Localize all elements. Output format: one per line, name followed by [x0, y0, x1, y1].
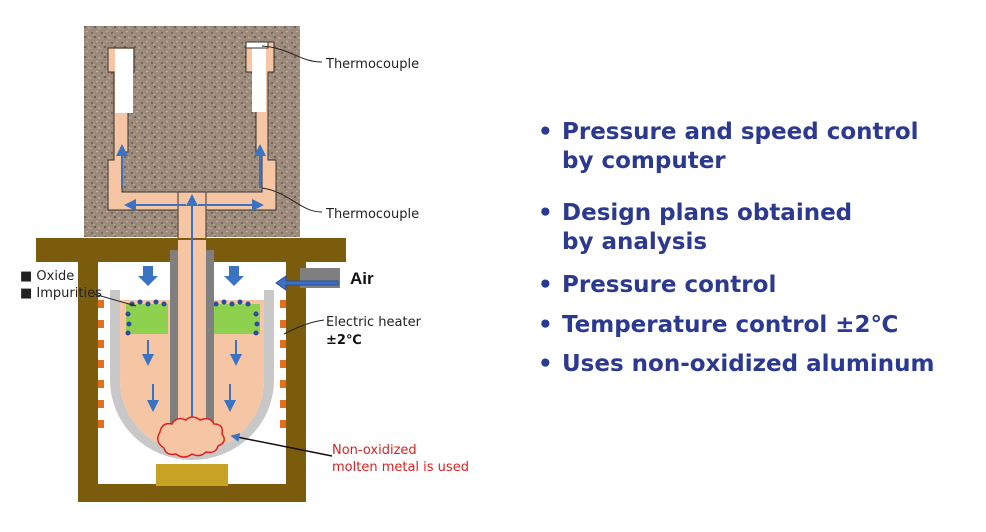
oxide-leader — [93, 293, 137, 307]
thermocouple-mid-label: Thermocouple — [325, 207, 419, 222]
feature-item: • Pressure and speed control by computer — [538, 118, 978, 176]
feature-text: Design plans obtained by analysis — [562, 200, 853, 255]
pressure-arrow-left-icon — [138, 266, 158, 286]
thermocouple-top-label: Thermocouple — [325, 57, 419, 72]
furnace-base — [78, 484, 306, 502]
heater-leader — [283, 319, 325, 335]
heater-tolerance-label: ±2℃ — [326, 333, 362, 348]
oxide-dots-icon — [125, 299, 260, 336]
bullet-dot-icon: • — [538, 312, 553, 338]
feature-text: Pressure and speed control by computer — [562, 119, 919, 174]
feature-item: • Uses non-oxidized aluminum — [538, 350, 978, 379]
molten-metal-label-2: molten metal is used — [332, 460, 469, 475]
feature-item: • Temperature control ±2℃ — [538, 311, 978, 340]
right-riser-empty — [252, 46, 266, 112]
feature-text: Pressure control — [562, 272, 777, 298]
furnace-wall-right — [286, 262, 306, 500]
bullet-dot-icon: • — [538, 351, 553, 377]
heater-coils — [98, 300, 286, 428]
feature-text: Temperature control ±2℃ — [562, 312, 899, 338]
thermocouple-probe-top — [245, 41, 269, 49]
melt-cloud-icon — [157, 416, 225, 458]
feature-list: •Pressure and speed control by computer•… — [538, 118, 978, 379]
oxide-layer-right — [212, 304, 260, 334]
stalk-tube-left — [170, 250, 178, 432]
oxide-layer-left — [126, 304, 168, 334]
thermocouple-mid-leader — [261, 187, 323, 213]
feature-text: Uses non-oxidized aluminum — [562, 351, 935, 377]
crucible-stand — [156, 464, 228, 486]
air-arrow-icon — [275, 275, 339, 291]
oxide-label: ■ Oxide — [20, 269, 74, 284]
stalk-tube-right — [206, 250, 214, 432]
feature-item: • Pressure control — [538, 271, 978, 300]
furnace-wall-left — [78, 262, 98, 500]
thermocouple-top-leader — [261, 45, 323, 63]
impurities-label: ■ Impurities — [20, 286, 102, 301]
feature-item: • Design plans obtained by analysis — [538, 199, 978, 257]
bullet-dot-icon: • — [538, 272, 553, 298]
bullet-dot-icon: • — [538, 200, 553, 226]
left-riser-empty — [115, 49, 133, 113]
bullet-dot-icon: • — [538, 119, 553, 145]
molten-leader — [230, 433, 333, 457]
molten-metal-label: Non-oxidized — [332, 443, 417, 458]
heater-label: Electric heater — [326, 315, 422, 330]
air-label: Air — [350, 269, 374, 288]
pressure-arrow-right-icon — [224, 266, 244, 286]
